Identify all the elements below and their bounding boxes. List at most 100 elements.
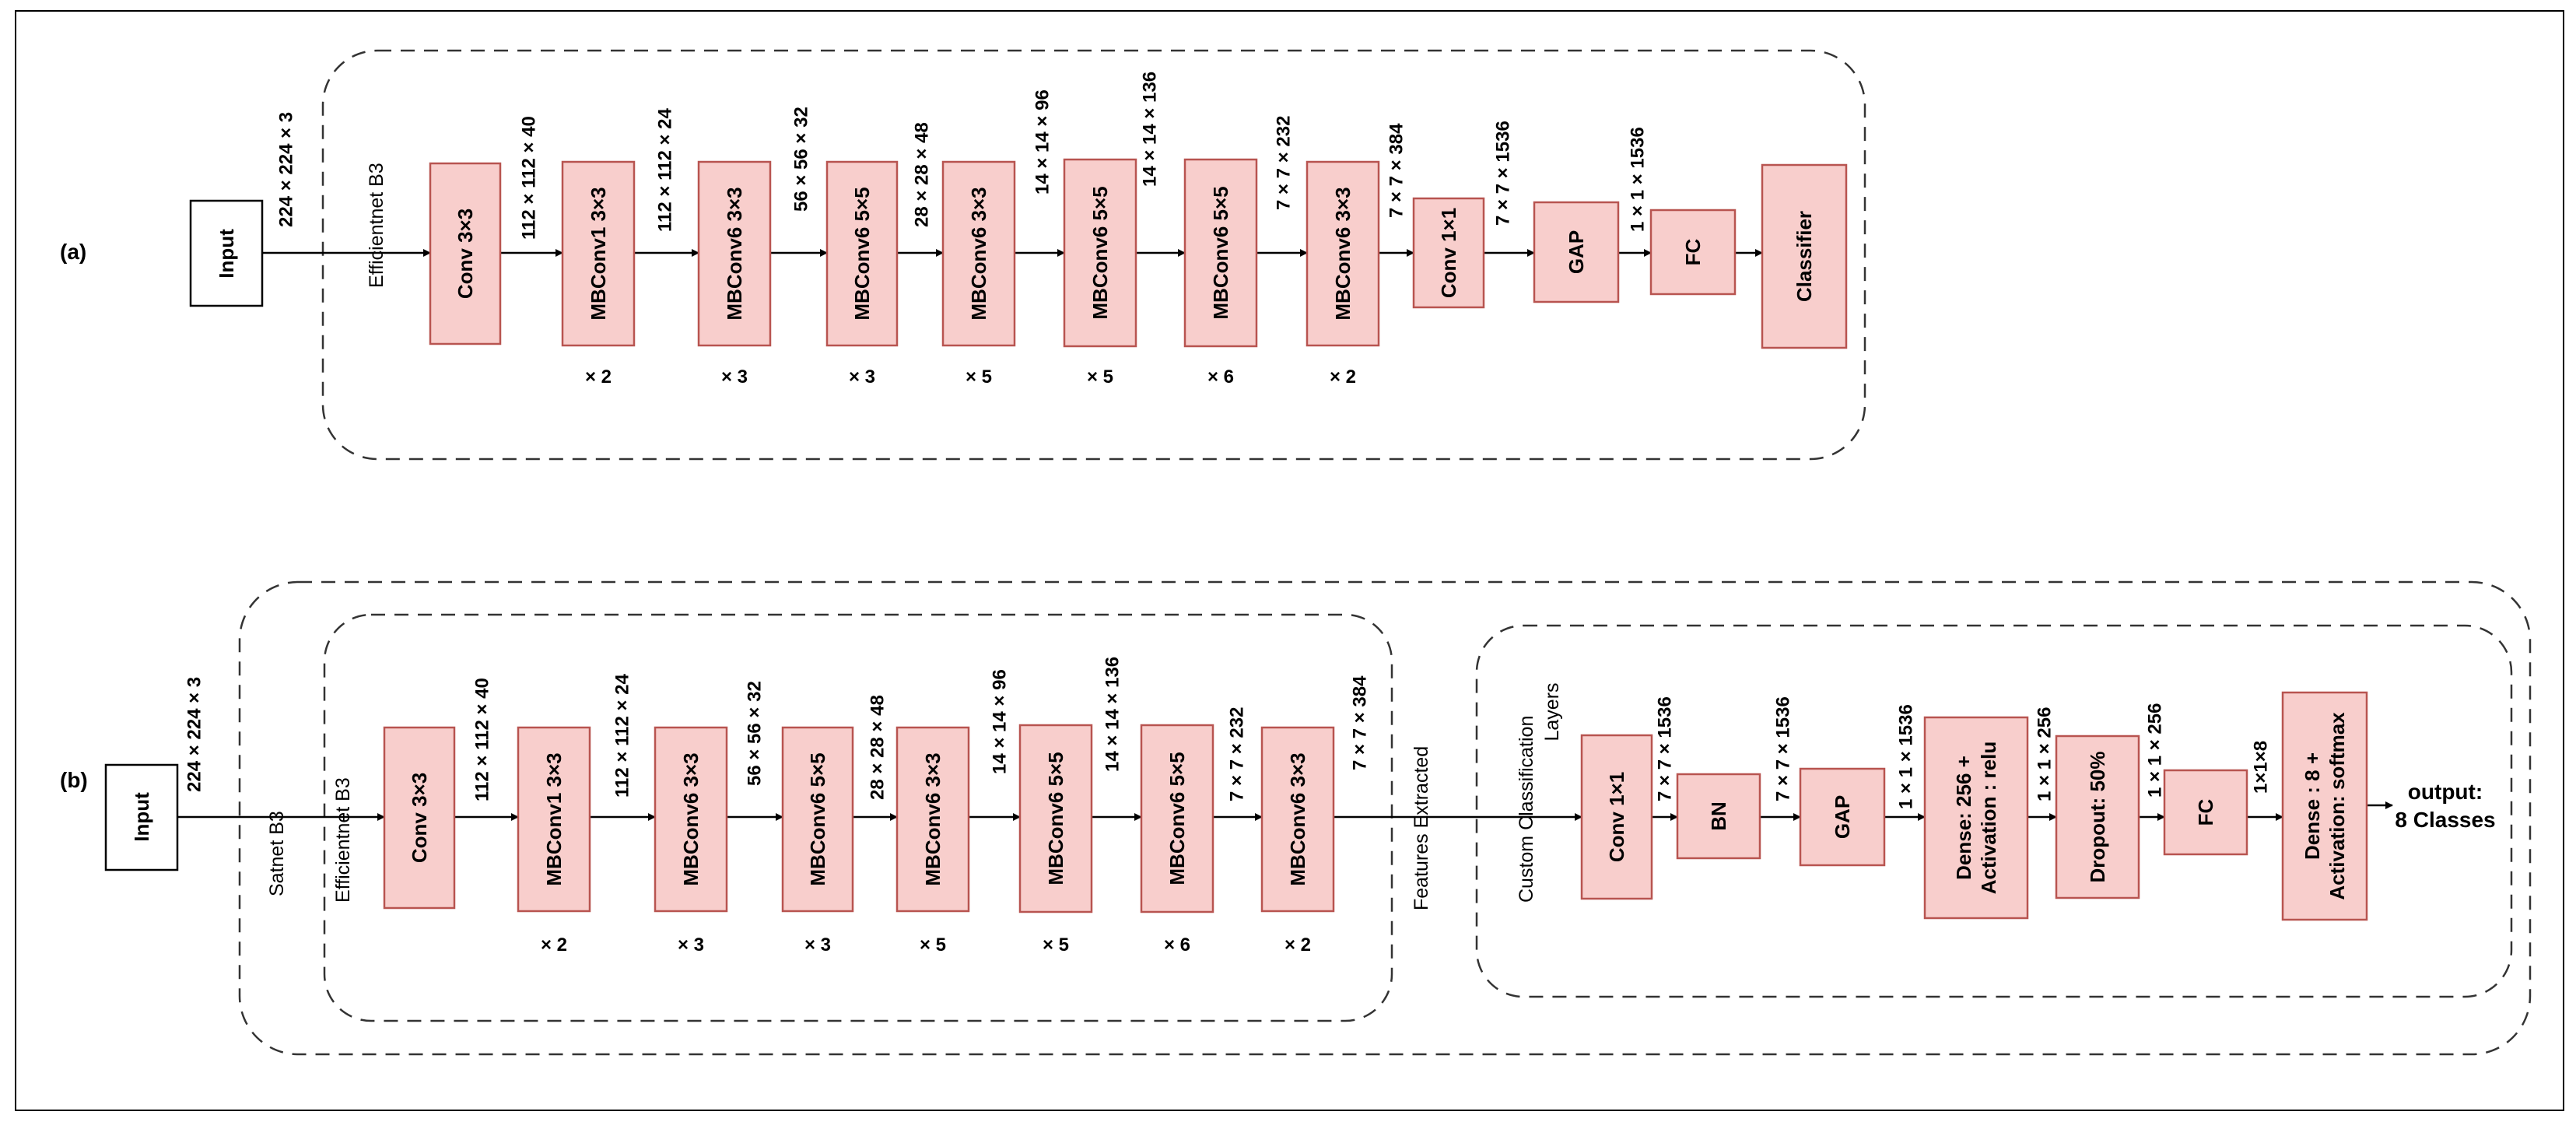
panel-b-head-4-dense-256-label-line1: Dense: 256 + — [1952, 756, 1975, 880]
panel-b-head-dim-5: 1 × 1 × 256 — [2145, 703, 2166, 798]
panel-a-block-12-classifier-label: Classifier — [1793, 211, 1816, 302]
panel-a-input-dim: 224 × 224 × 3 — [276, 112, 297, 227]
panel-a-block-6-mbconv6-5-5-label: MBConv6 5×5 — [1088, 186, 1112, 319]
panel-b-dim-8: 7 × 7 × 384 — [1350, 675, 1371, 770]
panel-b-repeat-8: × 2 — [1284, 934, 1311, 955]
panel-b-block-4-mbconv6-5-5-label: MBConv6 5×5 — [806, 752, 829, 885]
panel-b-dim-1: 112 × 112 × 40 — [472, 678, 493, 801]
panel-b-backbone-label: Efficientnet B3 — [332, 777, 354, 903]
panel-a-block-7-mbconv6-5-5-label: MBConv6 5×5 — [1209, 186, 1232, 319]
panel-b-block-8-mbconv6-3-3-label: MBConv6 3×3 — [1286, 752, 1309, 885]
panel-a-block-2-mbconv1-3-3 — [561, 160, 636, 347]
panel-a-input-label: Input — [215, 229, 238, 279]
panel-b-repeat-4: × 3 — [804, 934, 831, 955]
panel-a-dim-1: 112 × 112 × 40 — [519, 116, 540, 240]
panel-b-block-2-mbconv1-3-3 — [517, 726, 591, 913]
panel-a-dim-8: 7 × 7 × 384 — [1386, 123, 1407, 218]
panel-a-block-1-conv-3-3-label: Conv 3×3 — [454, 209, 477, 299]
panel-a-block-5-mbconv6-3-3 — [941, 160, 1016, 347]
panel-a-repeats: × 2 × 3 × 3 × 5 × 5 × 6 × 2 — [585, 366, 1356, 387]
panel-a: (a) Input 224 × 224 × 3 Efficientnet B3 … — [60, 49, 1866, 461]
panel-b-head-dim-2: 7 × 7 × 1536 — [1773, 696, 1794, 801]
panel-b-head-dim-3: 1 × 1 × 1536 — [1896, 704, 1917, 809]
panel-a-block-9-conv-1-1-label: Conv 1×1 — [1437, 208, 1460, 298]
panel-b-input-box — [104, 763, 179, 871]
panel-b-head-2-bn-label: BN — [1707, 801, 1730, 831]
panel-b-custom-label-line1: Custom Classification — [1516, 716, 1537, 903]
panel-a-dim-7: 7 × 7 × 232 — [1274, 116, 1295, 210]
panel-a-dim-6: 14 × 14 × 136 — [1140, 72, 1161, 187]
panel-b-block-3-mbconv6-3-3 — [654, 726, 728, 913]
panel-a-block-4-mbconv6-5-5-label: MBConv6 5×5 — [850, 187, 874, 320]
panel-a-block-8-mbconv6-3-3 — [1306, 160, 1380, 347]
panel-b-dimensions: 112 × 112 × 40 112 × 112 × 24 56 × 56 × 32… — [472, 657, 2272, 809]
panel-a-block-2-mbconv1-3-3-label: MBConv1 3×3 — [587, 187, 610, 320]
panel-b-head-5-dropout-50 — [2055, 735, 2140, 899]
panel-b-head-3-gap-label: GAP — [1831, 795, 1854, 839]
panel-b-head-dim-6: 1×1×8 — [2251, 741, 2272, 794]
panel-a-repeat-2: × 2 — [585, 366, 612, 387]
panel-b-head-3-gap — [1799, 767, 1886, 867]
panel-b-connectors — [177, 801, 2393, 821]
panel-b-input-label: Input — [130, 792, 153, 842]
panel-b-head-1-conv-1-1 — [1580, 734, 1653, 900]
panel-b-features-label: Features Extracted — [1411, 746, 1432, 910]
panel-b-satnet-container — [238, 580, 2532, 1056]
panel-a-block-6-mbconv6-5-5 — [1063, 158, 1137, 348]
panel-a-dim-4: 28 × 28 × 48 — [912, 122, 933, 227]
panel-b-repeats: × 2× 3× 3× 5× 5× 6× 2 — [541, 934, 1311, 955]
panel-b-head-7-dense-8 — [2281, 691, 2368, 921]
panel-b-repeat-7: × 6 — [1164, 934, 1190, 955]
panel-b-block-6-mbconv6-5-5-label: MBConv6 5×5 — [1044, 752, 1067, 885]
panel-b-satnet-label: Satnet B3 — [266, 811, 288, 896]
panel-a-block-9-conv-1-1 — [1412, 197, 1485, 309]
panel-b-head-6-fc — [2163, 769, 2248, 856]
panel-b-custom-layers-container — [1475, 624, 2513, 998]
panel-b-dim-3: 56 × 56 × 32 — [745, 681, 766, 786]
panel-a-dim-10: 1 × 1 × 1536 — [1628, 127, 1649, 232]
panel-b-custom-label-line2: Layers — [1541, 682, 1563, 741]
panel-b-block-1-conv-3-3-label: Conv 3×3 — [408, 773, 431, 863]
panel-a-repeat-6: × 5 — [1087, 366, 1113, 387]
panel-b: (b) Input 224 × 224 × 3 Satnet B3 Effici… — [60, 580, 2532, 1056]
panel-b-block-5-mbconv6-3-3-label: MBConv6 3×3 — [921, 752, 945, 885]
panel-b-head-7-dense-8-label-line2: Activation: softmax — [2325, 712, 2349, 900]
panel-b-head-dim-4: 1 × 1 × 256 — [2035, 707, 2056, 801]
panel-b-head-2-bn — [1676, 773, 1761, 860]
panel-b-head-4-dense-256 — [1923, 716, 2029, 920]
panel-b-block-1-conv-3-3 — [383, 726, 456, 910]
panel-b-block-7-mbconv6-5-5 — [1140, 724, 1214, 913]
panel-b-block-6-mbconv6-5-5 — [1018, 724, 1093, 913]
panel-a-block-11-fc — [1649, 209, 1737, 296]
panel-a-dim-5: 14 × 14 × 96 — [1032, 89, 1053, 195]
panel-a-block-8-mbconv6-3-3-label: MBConv6 3×3 — [1331, 187, 1355, 320]
panel-a-dim-3: 56 × 56 × 32 — [791, 107, 812, 212]
panel-a-dim-9: 7 × 7 × 1536 — [1493, 121, 1514, 226]
panel-b-repeat-3: × 3 — [678, 934, 704, 955]
panel-a-repeat-5: × 5 — [966, 366, 992, 387]
panel-a-block-10-gap — [1533, 201, 1620, 303]
panel-a-repeat-8: × 2 — [1330, 366, 1356, 387]
panel-a-repeat-3: × 3 — [721, 366, 748, 387]
panel-b-dim-2: 112 × 112 × 24 — [612, 674, 633, 798]
panel-a-input-box — [189, 199, 264, 307]
output-label-line1: output: — [2408, 780, 2483, 804]
panel-b-head-4-dense-256-label-line2: Activation : relu — [1977, 742, 2000, 894]
panel-a-block-4-mbconv6-5-5 — [825, 160, 899, 347]
panel-a-repeat-7: × 6 — [1207, 366, 1234, 387]
panel-b-dim-6: 14 × 14 × 136 — [1102, 657, 1123, 772]
panel-b-head-5-dropout-50-label: Dropout: 50% — [2086, 752, 2109, 883]
panel-b-block-7-mbconv6-5-5-label: MBConv6 5×5 — [1165, 752, 1189, 885]
panel-b-block-4-mbconv6-5-5 — [781, 726, 854, 913]
panel-b-repeat-2: × 2 — [541, 934, 567, 955]
panel-b-input-dim: 224 × 224 × 3 — [184, 677, 205, 792]
panel-b-block-3-mbconv6-3-3-label: MBConv6 3×3 — [679, 752, 703, 885]
panel-b-label: (b) — [60, 768, 88, 792]
panel-b-repeat-6: × 5 — [1043, 934, 1069, 955]
panel-a-block-1-conv-3-3 — [429, 162, 502, 345]
panel-a-repeat-4: × 3 — [849, 366, 875, 387]
panel-a-block-10-gap-label: GAP — [1565, 230, 1588, 274]
